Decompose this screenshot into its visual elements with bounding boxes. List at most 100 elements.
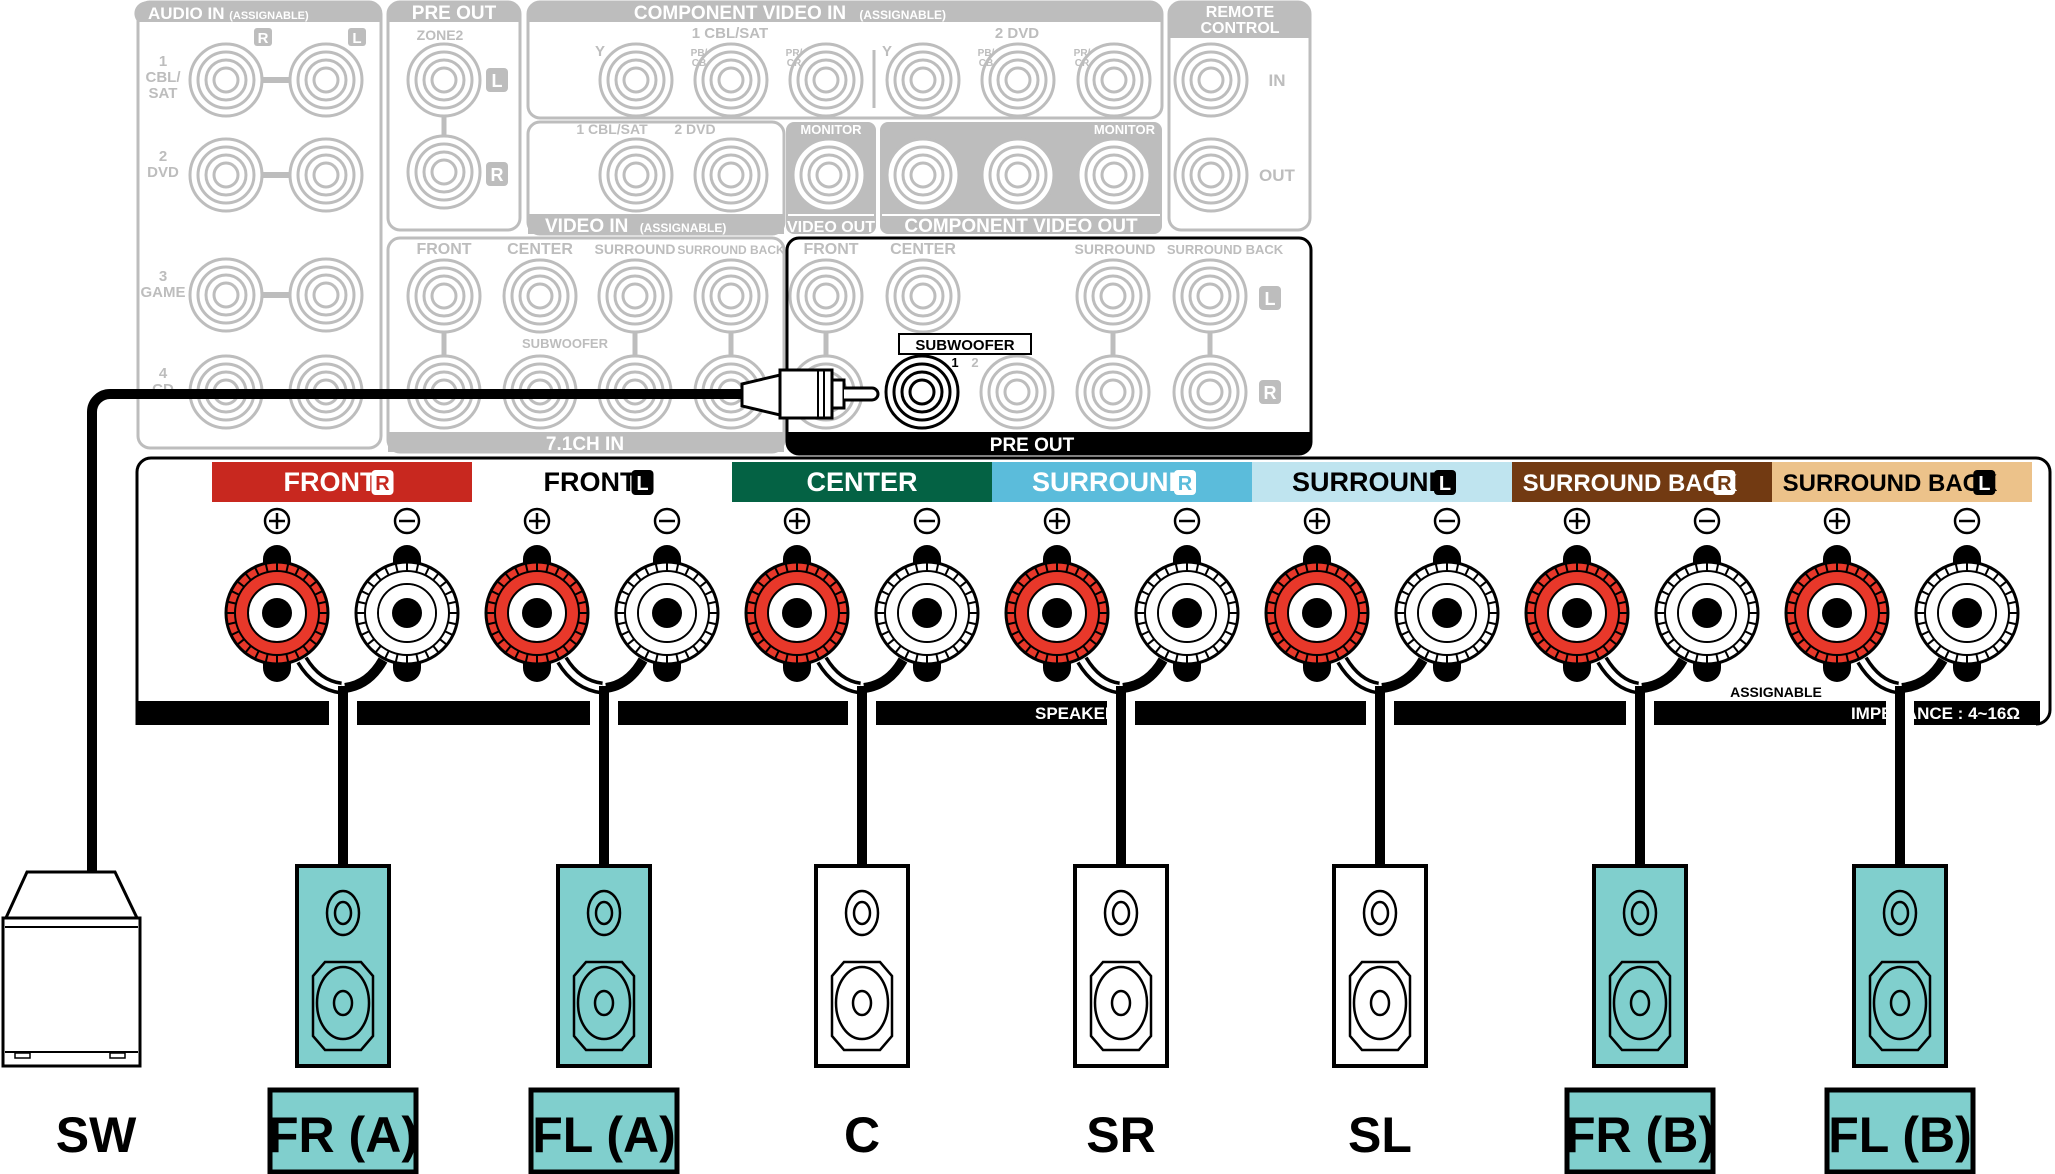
- tweeter: [1362, 889, 1398, 937]
- woofer: [315, 965, 371, 1041]
- zone2-l-badge: L: [492, 71, 503, 91]
- speaker-label: FR (A): [268, 1107, 418, 1163]
- speaker-cable: [1895, 686, 1905, 866]
- positive-binding-post[interactable]: [1784, 560, 1890, 666]
- audio-in-r-badge: R: [258, 30, 269, 47]
- subwoofer-1-jack[interactable]: [884, 354, 960, 430]
- negative-binding-post[interactable]: [1394, 560, 1500, 666]
- video-out-title: VIDEO OUT: [787, 219, 875, 236]
- subwoofer-cable: [87, 368, 880, 872]
- remote-in-label: IN: [1269, 71, 1286, 90]
- woofer-frame: [1089, 960, 1153, 1052]
- ch71-in-title: 7.1CH IN: [546, 434, 624, 455]
- positive-binding-post[interactable]: [1264, 560, 1370, 666]
- pre-out-center-label: CENTER: [890, 241, 956, 258]
- tweeter: [325, 889, 361, 937]
- terminal-posts: [224, 507, 2020, 695]
- speaker-wire-minus: [1381, 657, 1428, 693]
- woofer: [834, 965, 890, 1041]
- speaker-label: FL (A): [532, 1107, 675, 1163]
- cvi-jack-label: PB/CB: [978, 48, 995, 69]
- speaker-c[interactable]: [814, 864, 910, 1068]
- video-out-section: MONITOR VIDEO OUT: [786, 122, 876, 236]
- subwoofer-2-label: 2: [971, 355, 978, 370]
- positive-binding-post[interactable]: [224, 560, 330, 666]
- ch71-center-label: CENTER: [507, 241, 573, 258]
- speaker-sw[interactable]: [1, 870, 142, 1068]
- speaker-fr-b[interactable]: [1592, 864, 1688, 1068]
- cvi-jack-label: PR/CR: [1074, 48, 1091, 69]
- footer-bar-segment: [1914, 701, 2040, 725]
- negative-binding-post[interactable]: [1914, 560, 2020, 666]
- cvi-group-2-label: 2 DVD: [995, 25, 1039, 42]
- pre-out-section: PRE OUT FRONT CENTER SURROUND SURROUND B…: [785, 236, 1313, 456]
- remote-control-section: REMOTE CONTROL IN OUT: [1167, 0, 1312, 232]
- negative-binding-post[interactable]: [874, 560, 980, 666]
- channel-side-letter: L: [1978, 473, 1990, 495]
- negative-binding-post[interactable]: [1134, 560, 1240, 666]
- remote-control-title-2: CONTROL: [1200, 20, 1279, 37]
- cvi-1-jack-1: [598, 42, 674, 118]
- component-video-out-monitor-label: MONITOR: [1094, 122, 1156, 137]
- pre-out-r-badge: R: [1264, 383, 1277, 403]
- positive-binding-post[interactable]: [484, 560, 590, 666]
- speaker-fr-a[interactable]: [295, 864, 391, 1068]
- pre-out-zone2-title: PRE OUT: [412, 3, 497, 24]
- negative-binding-post[interactable]: [1654, 560, 1760, 666]
- footer-bar-segment: [1135, 701, 1366, 725]
- speaker-cable: [338, 686, 348, 866]
- speaker-sr[interactable]: [1073, 864, 1169, 1068]
- ch71-subwoofer-label: SUBWOOFER: [522, 336, 609, 351]
- audio-in-1-r-jack: [188, 42, 264, 118]
- audio-in-section: AUDIO IN (ASSIGNABLE) R L: [134, 0, 383, 450]
- ch71-in-section: 7.1CH IN FRONT CENTER SURROUND SURROUND …: [386, 236, 786, 455]
- channel-label-bg: [1252, 462, 1512, 502]
- channel-label-5: SURROUND: [1292, 467, 1448, 497]
- tweeter: [1103, 889, 1139, 937]
- pre-out-surround-back-label: SURROUND BACK: [1167, 242, 1284, 257]
- footer-bar-segment: [1394, 701, 1626, 725]
- tweeter: [586, 889, 622, 937]
- channel-side-letter: R: [375, 473, 390, 495]
- channel-side-letter: L: [636, 473, 648, 495]
- channel-label-bg: [732, 462, 992, 502]
- footer-bar-segment: [618, 701, 848, 725]
- channel-side-letter: L: [1439, 473, 1451, 495]
- speaker-wire-minus: [1122, 657, 1168, 693]
- woofer-frame: [830, 960, 894, 1052]
- woofer-frame: [1608, 960, 1672, 1052]
- speaker-fl-a[interactable]: [556, 864, 652, 1068]
- woofer: [1612, 965, 1668, 1041]
- channel-side-badge: [371, 470, 394, 495]
- speaker-sl[interactable]: [1332, 864, 1428, 1068]
- pre-out-title: PRE OUT: [990, 435, 1075, 456]
- positive-binding-post[interactable]: [1524, 560, 1630, 666]
- positive-binding-post[interactable]: [1004, 560, 1110, 666]
- speaker-wire-minus: [1641, 657, 1688, 693]
- component-video-out-section: MONITOR COMPONENT VIDEO OUT: [880, 122, 1162, 237]
- speaker-wire-minus: [863, 657, 908, 693]
- negative-binding-post[interactable]: [614, 560, 720, 666]
- remote-control-title-1: REMOTE: [1206, 4, 1275, 21]
- positive-binding-post[interactable]: [744, 560, 850, 666]
- speaker-cable: [1375, 686, 1385, 866]
- speaker-label: C: [844, 1107, 880, 1163]
- speaker-label: SW: [56, 1107, 137, 1163]
- woofer: [576, 965, 632, 1041]
- speaker-fl-b[interactable]: [1852, 864, 1948, 1068]
- audio-in-1-l-jack: [288, 42, 364, 118]
- negative-binding-post[interactable]: [354, 560, 460, 666]
- tweeter: [1882, 889, 1918, 937]
- video-in-title: VIDEO IN (ASSIGNABLE): [545, 216, 726, 237]
- speaker-label-box: [1564, 1087, 1716, 1174]
- audio-in-2-r-jack: [188, 137, 264, 213]
- ch71-front-label: FRONT: [416, 241, 471, 258]
- subwoofer-body: [1, 916, 142, 1068]
- speaker-cable: [857, 686, 867, 866]
- video-in-1-label: 1 CBL/SAT: [576, 121, 648, 137]
